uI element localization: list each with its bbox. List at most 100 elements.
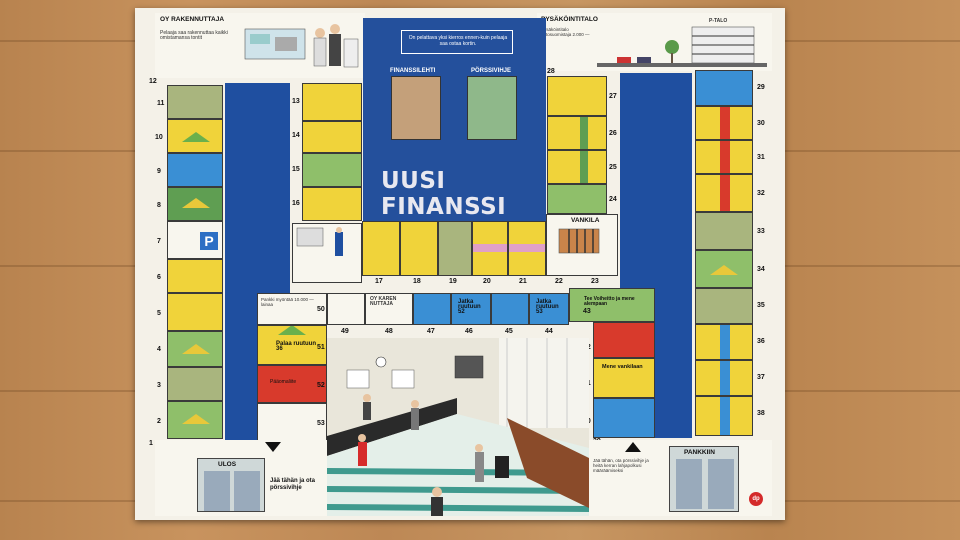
square-43-top[interactable]: Tee Voiheitto ja mene alempaan	[569, 288, 655, 322]
square-48[interactable]: OY KAREN NUTTAJA	[365, 293, 413, 325]
square-number-46: 46	[465, 328, 473, 335]
p-talo-sign: P-TALO	[709, 18, 728, 24]
square-45[interactable]	[491, 293, 529, 325]
square-number-22: 22	[555, 278, 563, 285]
square-number-24: 24	[609, 196, 617, 203]
square-parking[interactable]: P	[167, 221, 223, 259]
square-46[interactable]: Jatka ruutuun 52	[451, 293, 491, 325]
square-3[interactable]	[167, 367, 223, 401]
square-11[interactable]	[167, 85, 223, 119]
bank-text: Jää tähän, ota pörssivihje ja heitä kerr…	[593, 458, 649, 473]
parking-building-illustration: P-TALO	[597, 15, 767, 70]
square-number-29: 29	[757, 84, 765, 91]
square-6[interactable]	[167, 259, 223, 293]
square-number-8: 8	[157, 202, 161, 209]
square-47[interactable]	[413, 293, 451, 325]
square-number-49: 49	[341, 328, 349, 335]
square-9[interactable]	[167, 153, 223, 187]
square-25[interactable]	[547, 150, 607, 184]
square-21[interactable]	[508, 221, 546, 276]
square-5[interactable]	[167, 293, 223, 331]
square-40[interactable]	[593, 398, 655, 438]
square-4[interactable]	[167, 331, 223, 367]
square-number-38: 38	[757, 410, 765, 417]
square-42[interactable]	[593, 322, 655, 358]
exit-door[interactable]: ULOS	[197, 458, 265, 512]
square-number-12: 12	[149, 78, 157, 85]
parking-house-text: Pysäköintitalo autosuomistaja 2.000 —	[541, 27, 590, 37]
square-number-30: 30	[757, 120, 765, 127]
game-board: OY RAKENNUTTAJA Pelaaja saa rakennuttaa …	[135, 8, 785, 520]
square-32[interactable]	[695, 174, 753, 212]
jatka-52: Jatka ruutuun 52	[458, 299, 481, 315]
square-34[interactable]	[695, 250, 753, 288]
square-number-1: 1	[149, 440, 153, 447]
rakennuttaja-label: OY RAKENNUTTAJA	[160, 16, 225, 23]
square-14[interactable]	[302, 121, 362, 153]
square-50[interactable]: Pankki myöntää 10.000 — lainaa	[257, 293, 327, 325]
square-19[interactable]	[438, 221, 472, 276]
square-bank-counter[interactable]	[292, 223, 362, 283]
rakennuttaja-text: Pelaaja saa rakennuttaa kaikki omistaman…	[160, 30, 228, 41]
square-number-26: 26	[609, 130, 617, 137]
square-15[interactable]	[302, 153, 362, 187]
square-number-14: 14	[292, 132, 300, 139]
square-8[interactable]	[167, 187, 223, 221]
square-number-36: 36	[757, 338, 765, 345]
square-35[interactable]	[695, 288, 753, 324]
square-number-50: 50	[317, 306, 325, 313]
square-27[interactable]	[547, 76, 607, 116]
square-number-15: 15	[292, 166, 300, 173]
mene-vankilaan: Mene vankilaan	[602, 364, 643, 370]
square-number-43: 43	[583, 308, 591, 315]
porssivihje-label: PÖRSSIVIHJE	[471, 68, 512, 74]
square-number-28: 28	[547, 68, 555, 75]
game-title: UUSI FINANSSI	[381, 168, 507, 220]
bank-up-arrow	[625, 442, 641, 452]
parking-sign: P	[200, 232, 218, 250]
square-26[interactable]	[547, 116, 607, 150]
exit-down-arrow	[265, 442, 281, 452]
square-number-13: 13	[292, 98, 300, 105]
square-2[interactable]	[167, 401, 223, 439]
square-13[interactable]	[302, 83, 362, 121]
square-24[interactable]	[547, 184, 607, 214]
square-51[interactable]: Palaa ruutuun 36	[257, 325, 327, 365]
square-31[interactable]	[695, 140, 753, 174]
pankki-note: Pankki myöntää 10.000 — lainaa	[261, 297, 314, 307]
corner-exit: ULOS Jää tähän ja ota pörssivihje	[155, 440, 327, 516]
square-33[interactable]	[695, 212, 753, 250]
square-41[interactable]: Mene vankilaan	[593, 358, 655, 398]
square-49[interactable]	[327, 293, 365, 325]
square-17[interactable]	[362, 221, 400, 276]
square-number-16: 16	[292, 200, 300, 207]
finanssilehti-card-slot[interactable]	[391, 76, 441, 140]
bank-door[interactable]: PANKKIIN	[669, 446, 739, 512]
square-20[interactable]	[472, 221, 508, 276]
square-16[interactable]	[302, 187, 362, 221]
architect-illustration	[240, 19, 360, 74]
square-number-45: 45	[505, 328, 513, 335]
square-number-33: 33	[757, 228, 765, 235]
square-30[interactable]	[695, 106, 753, 140]
square-18[interactable]	[400, 221, 438, 276]
corner-rakennuttaja: OY RAKENNUTTAJA Pelaaja saa rakennuttaa …	[155, 13, 365, 78]
square-10[interactable]	[167, 119, 223, 153]
paaomaliite: Pääomaliite	[270, 379, 297, 385]
square-number-21: 21	[519, 278, 527, 285]
square-38[interactable]	[695, 396, 753, 436]
top-notice-box: On pelattava yksi kierros ennen-kuin pel…	[401, 30, 513, 54]
square-29[interactable]	[695, 70, 753, 106]
porssivihje-card-slot[interactable]	[467, 76, 517, 140]
square-number-11: 11	[157, 100, 165, 107]
square-number-25: 25	[609, 164, 617, 171]
square-52[interactable]: Pääomaliite	[257, 365, 327, 403]
square-37[interactable]	[695, 360, 753, 396]
square-36[interactable]	[695, 324, 753, 360]
exit-door-label: ULOS	[218, 461, 237, 468]
square-number-48: 48	[385, 328, 393, 335]
square-prison[interactable]: VANKILA	[546, 214, 618, 276]
square-number-23: 23	[591, 278, 599, 285]
square-number-4: 4	[157, 346, 161, 353]
square-44[interactable]: Jatka ruutuun 53	[529, 293, 569, 325]
